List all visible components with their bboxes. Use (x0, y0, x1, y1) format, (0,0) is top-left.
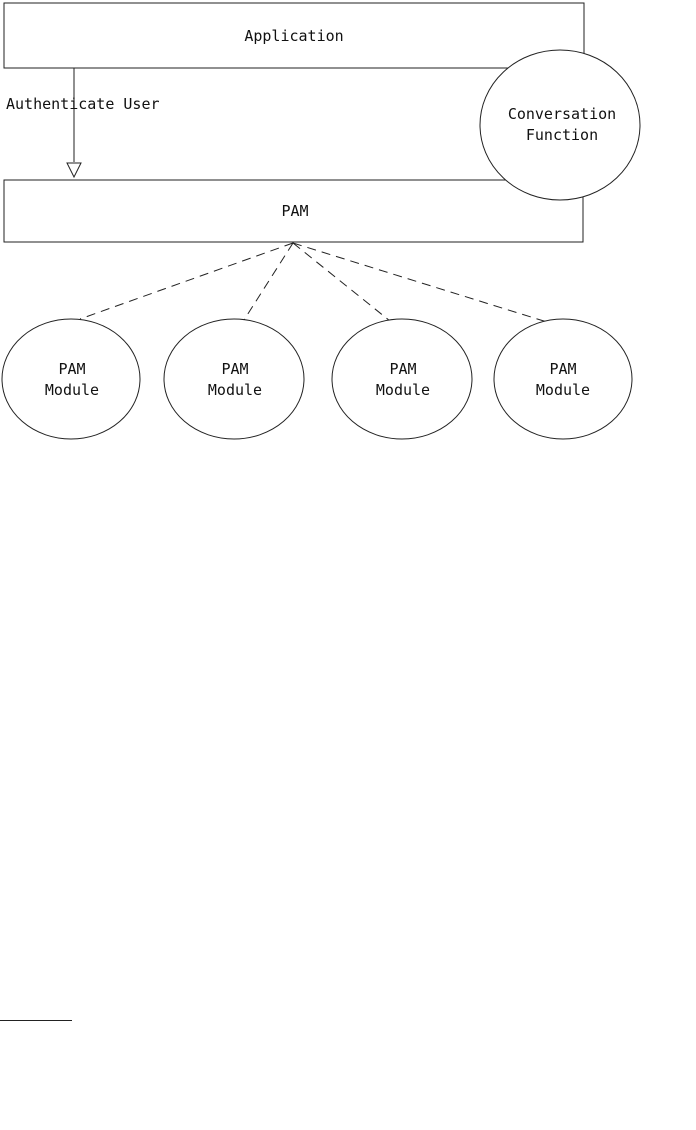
conversation-label-line2: Function (526, 126, 598, 144)
footnote-rule (0, 1020, 72, 1021)
application-label: Application (244, 27, 343, 45)
module-4-line2: Module (536, 381, 590, 399)
authenticate-arrow: Authenticate User (6, 68, 160, 179)
arrowhead-icon (66, 162, 82, 179)
pam-module: PAM Module (493, 318, 633, 440)
pam-label: PAM (281, 202, 308, 220)
module-connectors (79, 242, 548, 323)
application-box: Application (3, 2, 585, 69)
module-1-line1: PAM (58, 360, 85, 378)
connector-4 (292, 242, 548, 323)
module-3-line2: Module (376, 381, 430, 399)
pam-box: PAM (3, 179, 584, 243)
pam-module: PAM Module (163, 318, 305, 440)
authenticate-label: Authenticate User (6, 95, 160, 113)
conversation-function: Conversation Function (479, 49, 641, 201)
pam-module: PAM Module (1, 318, 141, 440)
module-3-line1: PAM (389, 360, 416, 378)
module-2-line2: Module (208, 381, 262, 399)
pam-architecture-diagram: Application Authenticate User PAM Conver… (1, 2, 641, 440)
module-2-line1: PAM (221, 360, 248, 378)
conversation-label-line1: Conversation (508, 105, 616, 123)
module-4-line1: PAM (549, 360, 576, 378)
connector-3 (292, 242, 391, 322)
connector-2 (243, 242, 294, 321)
connector-1 (79, 242, 294, 320)
module-1-line2: Module (45, 381, 99, 399)
pam-module: PAM Module (331, 318, 473, 440)
